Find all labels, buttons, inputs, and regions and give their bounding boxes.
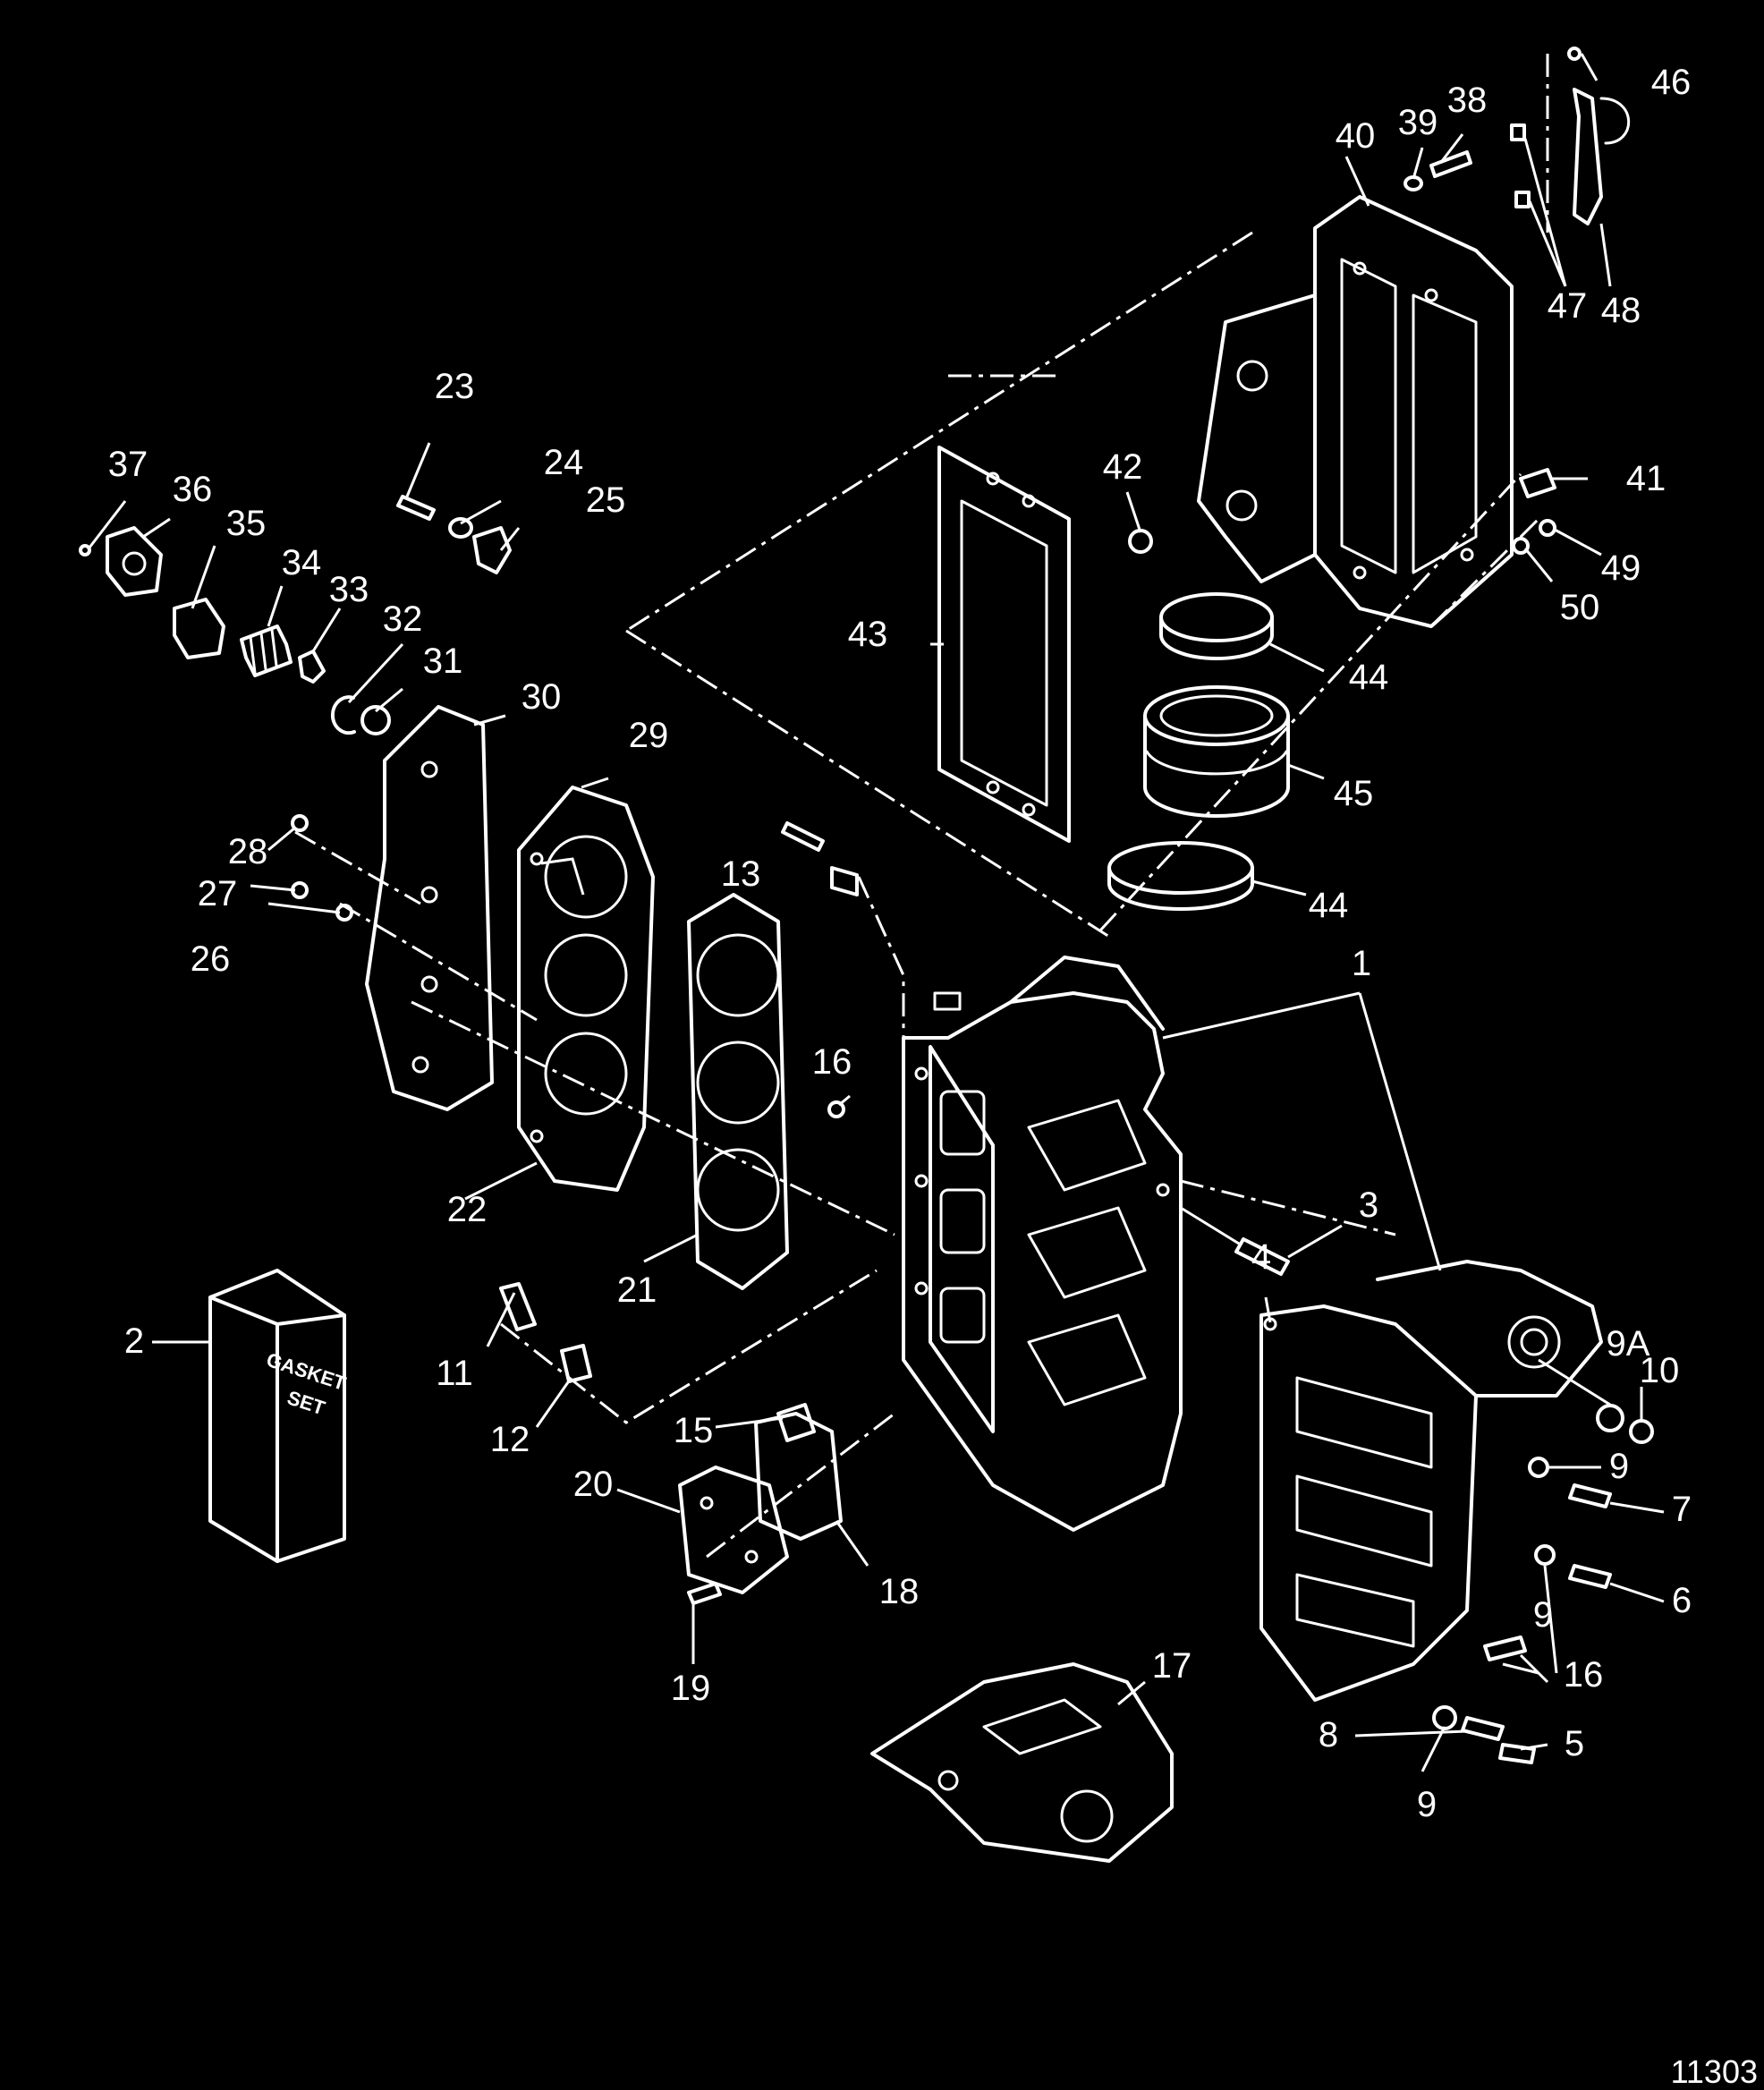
callout-36: 36	[173, 470, 213, 509]
callout-10: 10	[1640, 1351, 1680, 1390]
callout-13: 13	[721, 854, 761, 894]
exhaust-cover	[1313, 195, 1514, 628]
callout-9-upper: 9	[1609, 1447, 1629, 1486]
callout-26: 26	[191, 939, 231, 979]
callout-25: 25	[586, 480, 626, 520]
crankcase-cover	[1259, 1260, 1603, 1702]
callout-37: 37	[108, 445, 148, 484]
thermostat-grommet	[360, 705, 391, 735]
figure-number: 11303	[1671, 2053, 1758, 2090]
thermostat-spring	[240, 624, 293, 677]
thermostat-cover	[106, 526, 163, 597]
callout-2: 2	[124, 1321, 144, 1361]
callout-5: 5	[1565, 1724, 1584, 1763]
callout-39: 39	[1398, 103, 1438, 142]
callout-48: 48	[1601, 291, 1641, 330]
hose-clamp-lower	[1107, 841, 1254, 911]
callout-labels: 1 2 3 4 5 6 7 8 9 9 9 9A 10 11 12 13 15 …	[108, 63, 1692, 1824]
callout-20: 20	[573, 1465, 614, 1504]
callout-28: 28	[228, 832, 268, 871]
base-gasket	[870, 1662, 1174, 1863]
dowel-pin	[1179, 1206, 1290, 1276]
thermostat-seal	[330, 695, 356, 735]
callout-22: 22	[447, 1190, 488, 1229]
callout-24: 24	[544, 443, 584, 482]
callout-17: 17	[1152, 1646, 1192, 1686]
cylinder-block	[902, 956, 1183, 1532]
callout-16-right: 16	[1564, 1655, 1604, 1695]
callout-4: 4	[1251, 1237, 1271, 1277]
callout-44-upper: 44	[1349, 658, 1389, 697]
callout-33: 33	[329, 570, 369, 609]
alignment-lines	[294, 54, 1549, 1559]
head-gasket	[687, 893, 789, 1290]
callout-43: 43	[848, 615, 888, 654]
callout-32: 32	[383, 599, 423, 639]
exhaust-boot	[1143, 685, 1290, 818]
callout-21: 21	[617, 1270, 657, 1310]
callout-50: 50	[1560, 588, 1600, 627]
callout-7: 7	[1672, 1490, 1692, 1529]
callout-12: 12	[490, 1420, 530, 1459]
callout-38: 38	[1447, 81, 1488, 120]
exhaust-elbow	[1197, 293, 1317, 583]
callout-27: 27	[198, 874, 238, 913]
callout-34: 34	[282, 543, 322, 582]
callout-46: 46	[1651, 63, 1692, 102]
callout-41: 41	[1626, 459, 1666, 498]
callout-44-lower: 44	[1309, 886, 1349, 925]
callout-11: 11	[436, 1354, 473, 1393]
callout-45: 45	[1334, 774, 1374, 813]
callout-15: 15	[674, 1411, 714, 1450]
thermostat	[298, 650, 326, 684]
callout-8: 8	[1319, 1715, 1338, 1754]
callout-9-lower: 9	[1417, 1785, 1437, 1824]
exhaust-gasket	[937, 446, 1071, 843]
callout-30: 30	[522, 677, 562, 717]
callout-3: 3	[1359, 1185, 1378, 1225]
hose-bracket	[1573, 88, 1631, 225]
callout-35: 35	[226, 504, 267, 543]
callout-19: 19	[671, 1669, 711, 1708]
callout-40: 40	[1336, 116, 1376, 156]
thermostat-gasket	[173, 598, 225, 659]
callout-31: 31	[423, 641, 463, 681]
cylinder-head-cover	[365, 705, 494, 1111]
callout-9-middle: 9	[1533, 1595, 1553, 1635]
callout-16-left: 16	[812, 1042, 852, 1082]
access-cover-gasket	[754, 1412, 843, 1541]
callout-9A: 9A	[1607, 1324, 1650, 1364]
callout-6: 6	[1672, 1581, 1692, 1620]
hose-clamp-upper	[1159, 592, 1274, 660]
callout-29: 29	[629, 716, 669, 755]
access-cover	[678, 1466, 789, 1594]
leader-lines	[88, 53, 1665, 1772]
cylinder-head	[517, 786, 655, 1192]
thermostat-screw	[79, 544, 91, 556]
callout-18: 18	[879, 1572, 920, 1611]
callout-42: 42	[1103, 447, 1143, 487]
callout-47: 47	[1548, 286, 1588, 326]
callout-49: 49	[1601, 548, 1641, 588]
callout-23: 23	[435, 367, 475, 406]
callout-1: 1	[1352, 944, 1371, 983]
